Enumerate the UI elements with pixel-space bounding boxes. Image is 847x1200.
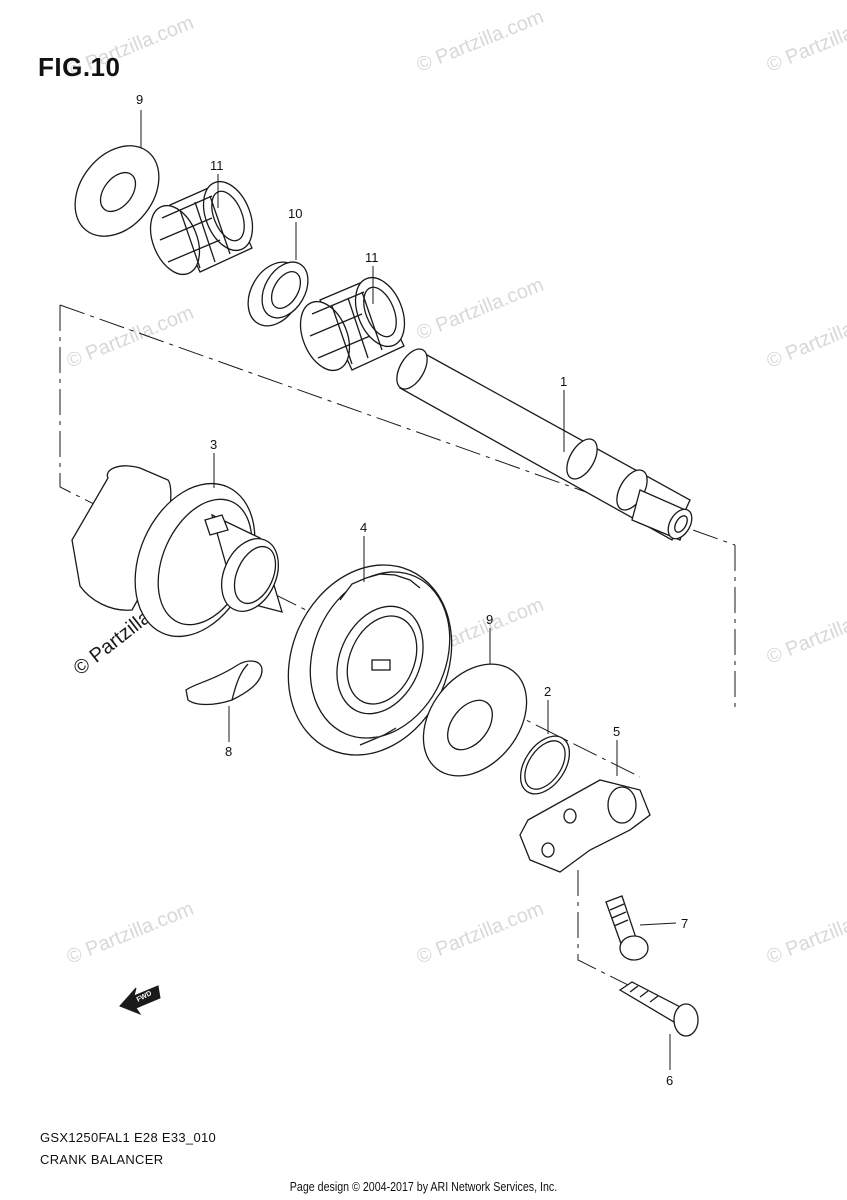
watermark: © Partzilla.com <box>414 6 547 77</box>
balancer-gear-part[interactable] <box>259 539 481 782</box>
figure-title: FIG.10 <box>38 52 121 82</box>
callout-7: 7 <box>681 916 688 931</box>
lever-bolt-part[interactable] <box>605 895 649 961</box>
section-name: CRANK BALANCER <box>40 1152 164 1167</box>
callout-1: 1 <box>560 374 567 389</box>
watermark: © Partzilla.com <box>764 6 847 77</box>
fwd-arrow-icon <box>119 985 161 1016</box>
key-part[interactable] <box>185 660 263 706</box>
washer-upper-part[interactable] <box>58 129 176 252</box>
watermark-layer: © Partzilla.com © Partzilla.com © Partzi… <box>64 6 847 969</box>
washer-lower-part[interactable] <box>402 644 548 796</box>
callout-11-upper: 11 <box>210 158 224 173</box>
callout-6: 6 <box>666 1073 673 1088</box>
watermark: © Partzilla.com <box>764 598 847 669</box>
guide-line-bolt <box>577 870 639 991</box>
watermark: © Partzilla.com <box>764 898 847 969</box>
balancer-shaft-part[interactable] <box>391 344 697 543</box>
watermark: © Partzilla.com <box>764 302 847 373</box>
balancer-hub-part[interactable] <box>71 465 289 656</box>
watermark: © Partzilla.com <box>414 274 547 345</box>
callout-4: 4 <box>360 520 367 535</box>
callout-9-upper: 9 <box>136 92 143 107</box>
leader-lines <box>140 110 677 1070</box>
flange-bolt-part[interactable] <box>618 981 699 1037</box>
model-code: GSX1250FAL1 E28 E33_010 <box>40 1130 217 1145</box>
needle-bearing-lower-part[interactable] <box>291 270 414 377</box>
callout-2: 2 <box>544 684 551 699</box>
fwd-marker: FWD <box>119 985 161 1016</box>
callout-9-lower: 9 <box>486 612 493 627</box>
callout-5: 5 <box>613 724 620 739</box>
callout-3: 3 <box>210 437 217 452</box>
callout-10: 10 <box>288 206 302 221</box>
adjusting-lever-part[interactable] <box>519 779 651 873</box>
callout-8: 8 <box>225 744 232 759</box>
page-credits: Page design © 2004-2017 by ARI Network S… <box>289 1179 558 1194</box>
watermark: © Partzilla.com <box>64 302 197 373</box>
o-ring-part[interactable] <box>511 727 580 802</box>
guide-line-left <box>59 305 641 778</box>
watermark: © Partzilla.com <box>64 898 197 969</box>
watermark: © Partzilla.com <box>414 898 547 969</box>
callout-11-lower: 11 <box>365 250 379 265</box>
needle-bearing-upper-part[interactable] <box>141 174 262 281</box>
callout-labels: 9 11 10 11 1 3 4 9 2 5 8 7 6 <box>136 92 688 1088</box>
spacer-ring-part[interactable] <box>237 253 317 336</box>
